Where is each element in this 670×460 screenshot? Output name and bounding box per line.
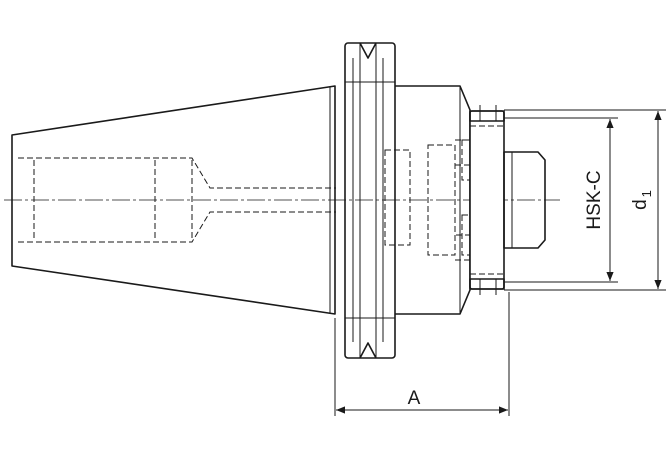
dimension-d1 xyxy=(504,109,666,291)
dimension-a xyxy=(334,292,510,416)
knurled-nut xyxy=(503,151,546,249)
dimension-hsk-c xyxy=(504,117,618,283)
flange xyxy=(344,42,396,359)
hsk-c-interface xyxy=(469,105,505,295)
taper-cone xyxy=(11,85,336,315)
d1-label: d1 xyxy=(630,190,654,210)
internal-bore xyxy=(18,157,336,243)
dimension-a-label: A xyxy=(408,388,421,409)
hsk-c-label: HSK-C xyxy=(584,170,605,229)
